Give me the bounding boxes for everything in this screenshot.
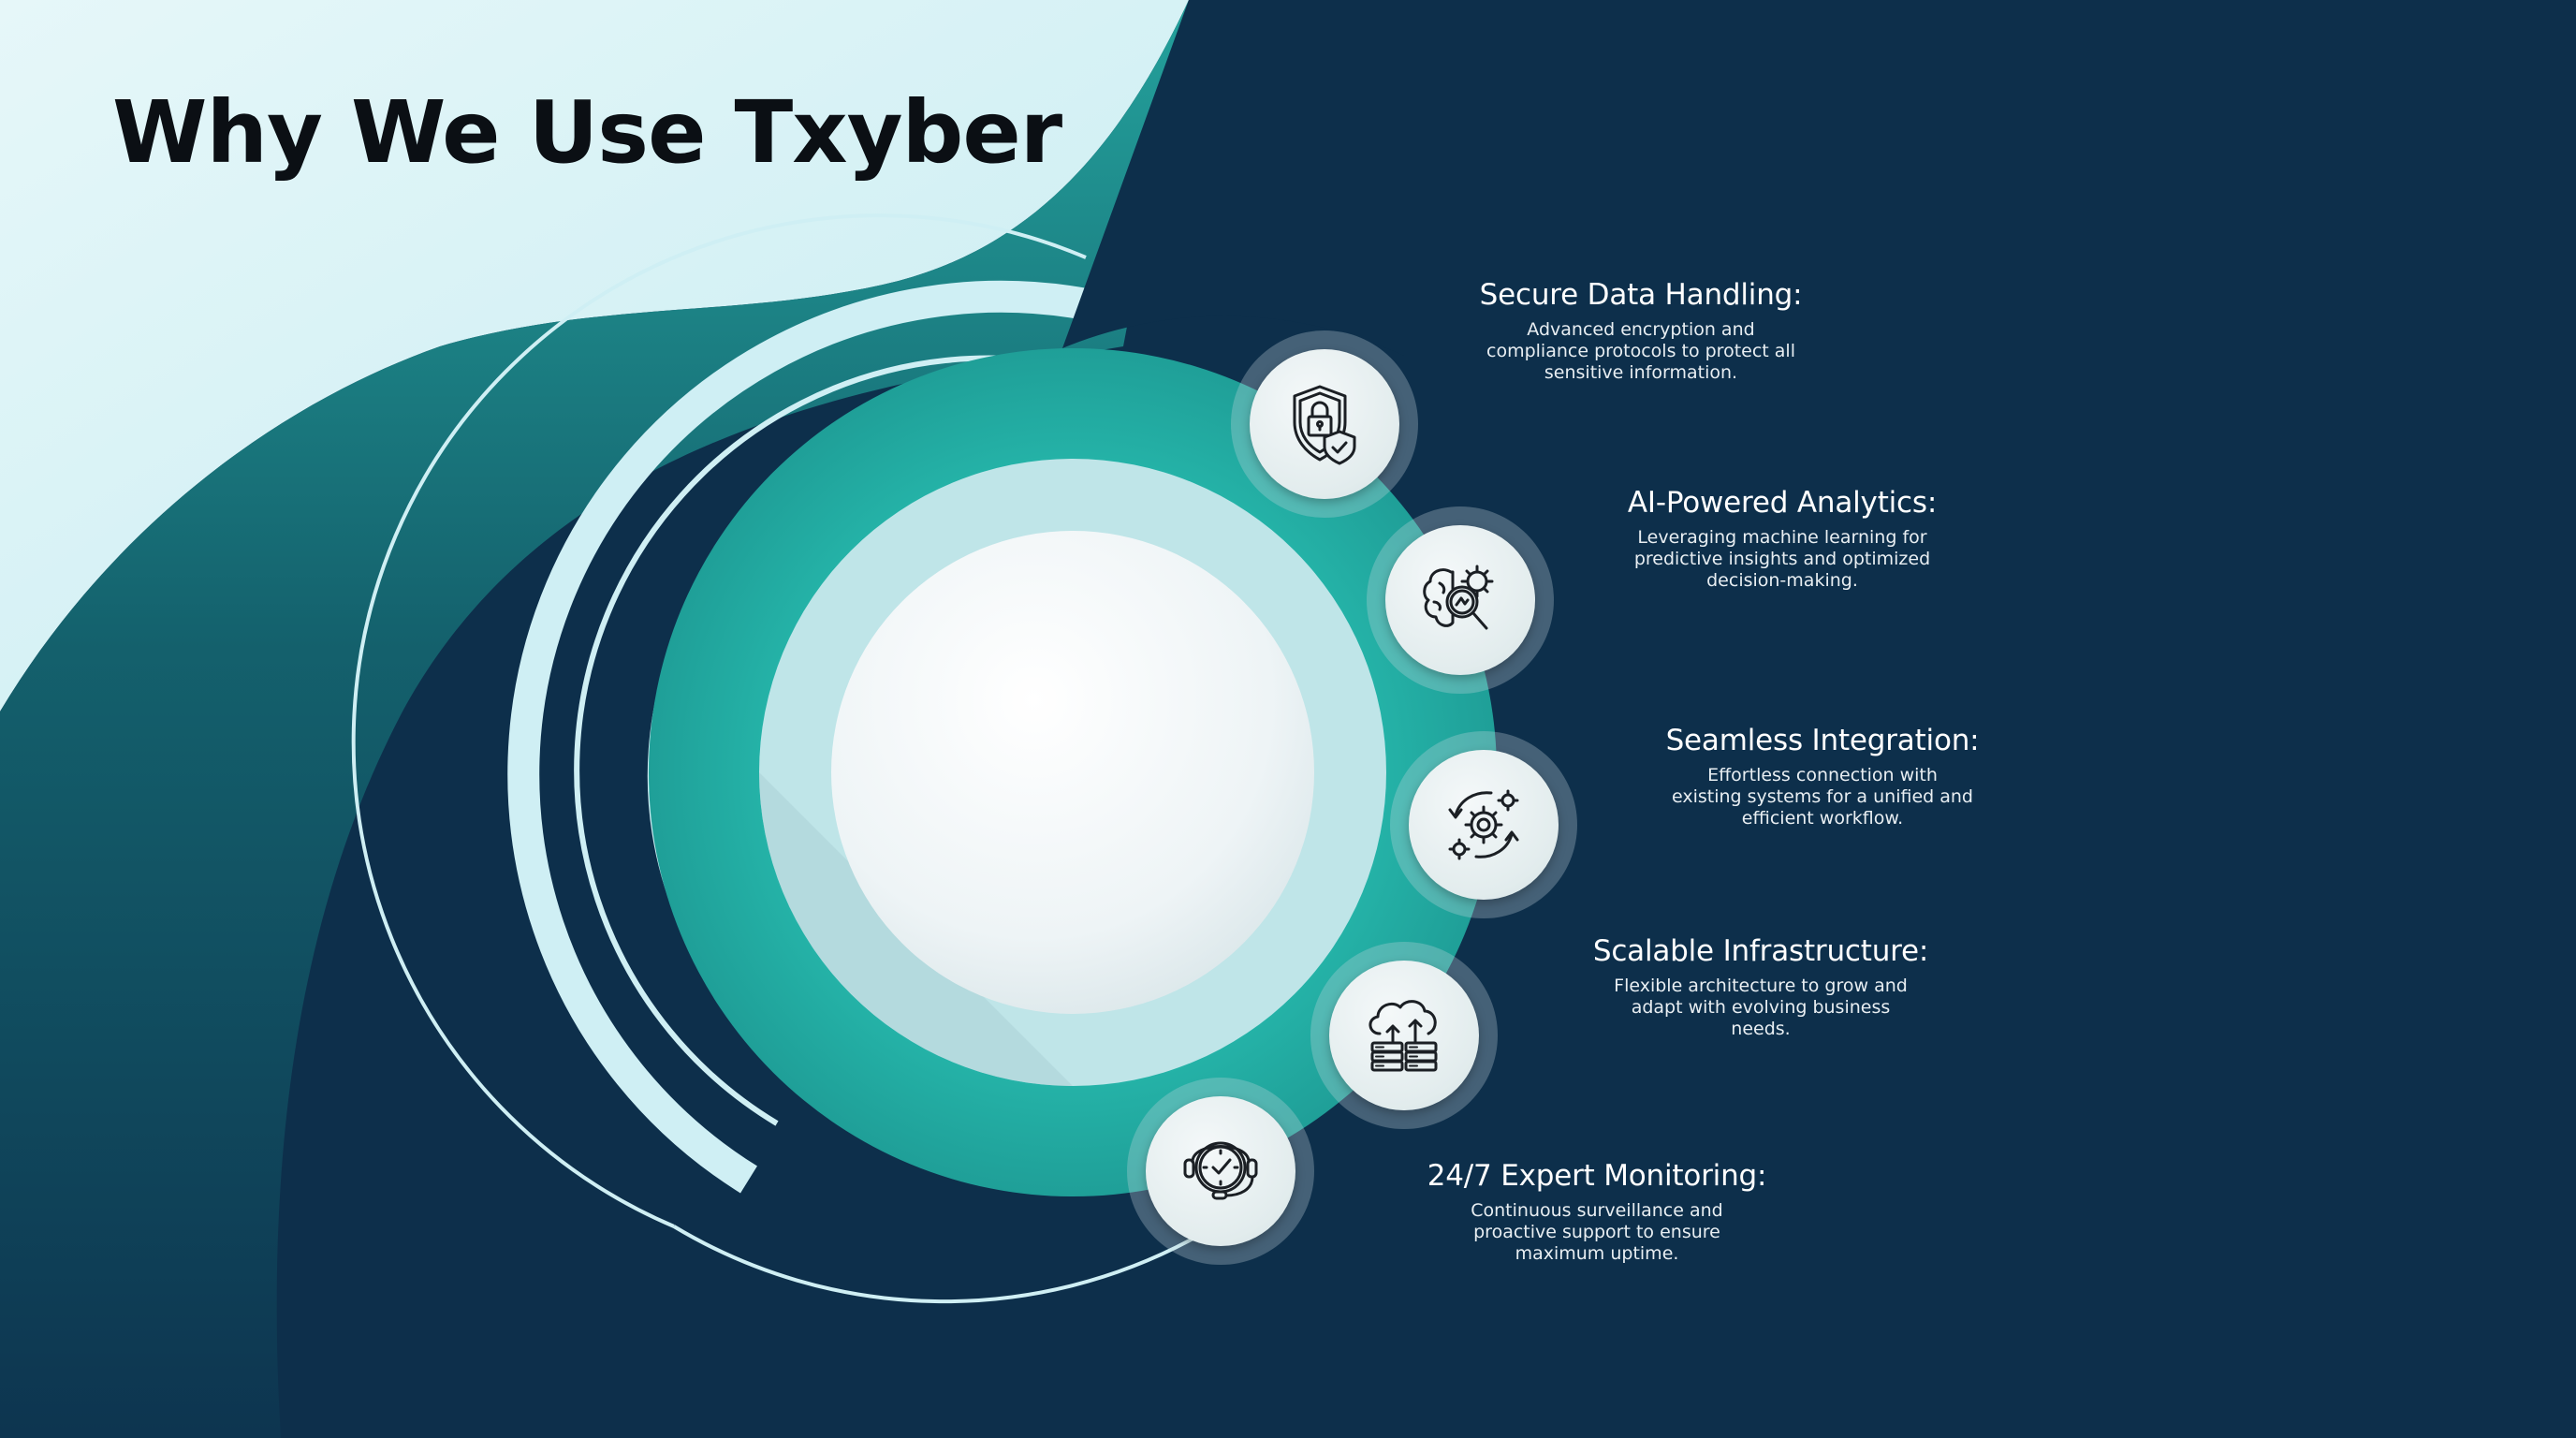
- feature-title: Scalable Infrastructure:: [1592, 934, 1929, 968]
- feature-desc-line: predictive insights and optimized: [1633, 549, 1931, 569]
- brain-gear-magnifier-icon: [1423, 565, 1494, 630]
- feature-node-ai-analytics: [1367, 506, 1554, 694]
- icon-disc: [1385, 525, 1535, 675]
- icon-disc: [1250, 349, 1399, 499]
- feature-monitoring: 24/7 Expert Monitoring: Continuous surve…: [1427, 1159, 1767, 1265]
- feature-desc-line: maximum uptime.: [1515, 1243, 1679, 1264]
- feature-desc-line: existing systems for a unified and: [1671, 786, 1973, 807]
- feature-integration: Seamless Integration: Effortless connect…: [1666, 724, 1980, 829]
- feature-node-integration: [1390, 731, 1577, 918]
- icon-disc: [1146, 1096, 1295, 1246]
- feature-desc-line: proactive support to ensure: [1473, 1222, 1720, 1242]
- icon-disc: [1329, 961, 1479, 1110]
- feature-desc-line: Advanced encryption and: [1527, 319, 1755, 340]
- shield-lock-check-icon: [1293, 385, 1356, 465]
- feature-node-secure-data: [1231, 330, 1418, 518]
- feature-desc-line: Leveraging machine learning for: [1637, 527, 1927, 548]
- feature-title: Seamless Integration:: [1665, 724, 1980, 757]
- page-title: Why We Use Txyber: [112, 82, 1062, 183]
- feature-desc-line: compliance protocols to protect all: [1486, 341, 1795, 361]
- feature-desc-line: sensitive information.: [1544, 362, 1738, 383]
- feature-node-infrastructure: [1310, 942, 1498, 1129]
- feature-title: AI-Powered Analytics:: [1627, 486, 1938, 520]
- icon-disc: [1409, 750, 1559, 900]
- feature-ai-analytics: AI-Powered Analytics: Leveraging machine…: [1628, 486, 1937, 592]
- feature-secure-data: Secure Data Handling: Advanced encryptio…: [1480, 278, 1803, 384]
- clock-headset-icon: [1183, 1141, 1258, 1200]
- feature-desc-line: Continuous surveillance and: [1471, 1200, 1723, 1221]
- feature-desc-line: efficient workflow.: [1741, 808, 1904, 829]
- feature-desc-line: decision-making.: [1706, 570, 1858, 591]
- feature-desc-line: needs.: [1731, 1019, 1791, 1039]
- feature-node-monitoring: [1127, 1078, 1314, 1265]
- feature-desc-line: adapt with evolving business: [1631, 997, 1891, 1018]
- feature-desc-line: Flexible architecture to grow and: [1614, 976, 1908, 996]
- cloud-upload-servers-icon: [1368, 1000, 1438, 1072]
- feature-title: 24/7 Expert Monitoring:: [1427, 1159, 1767, 1193]
- feature-desc-line: Effortless connection with: [1707, 765, 1938, 785]
- feature-title: Secure Data Handling:: [1479, 278, 1803, 312]
- gears-cycle-icon: [1448, 789, 1519, 860]
- feature-infrastructure: Scalable Infrastructure: Flexible archit…: [1592, 934, 1929, 1040]
